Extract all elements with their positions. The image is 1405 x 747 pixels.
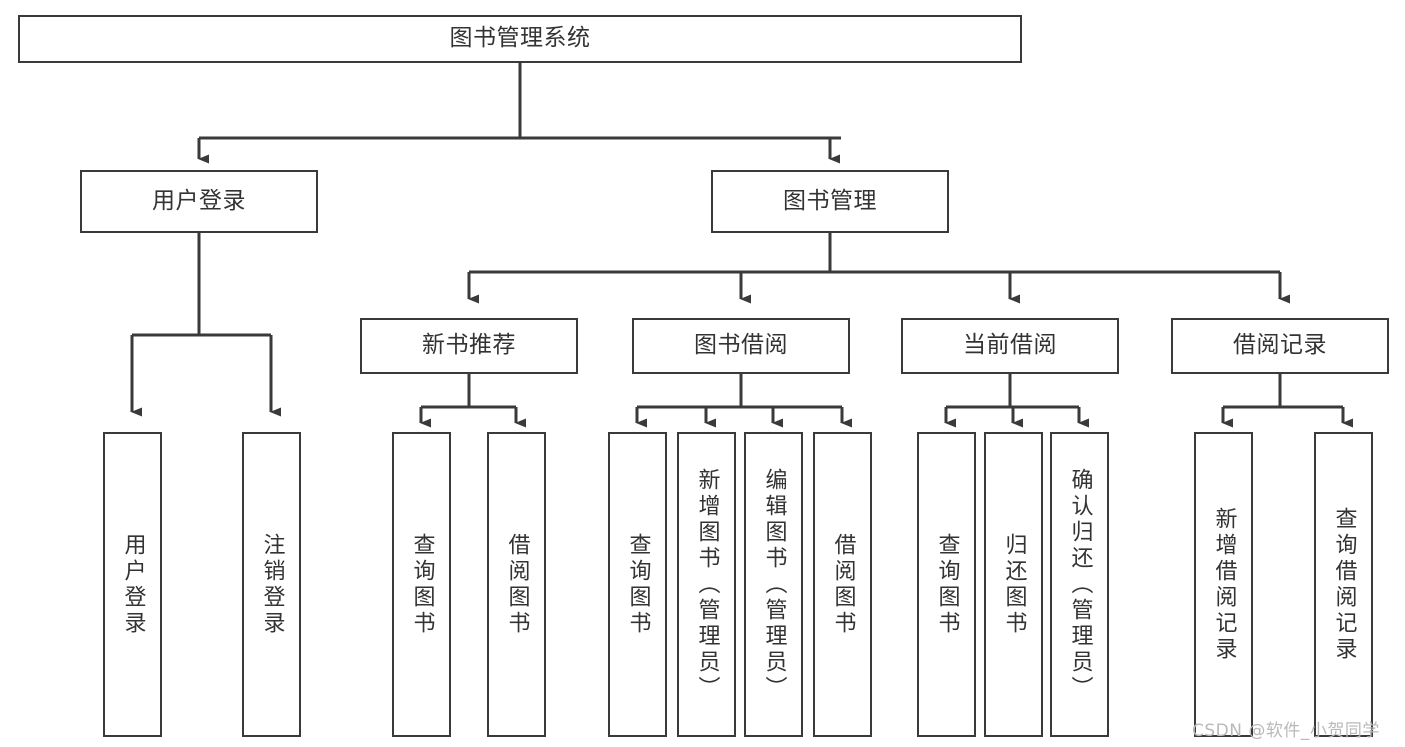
leaf-confirm-return[interactable]: 确认归还（管理员） <box>1050 432 1109 737</box>
node-current-borrow[interactable]: 当前借阅 <box>901 318 1119 374</box>
leaf-add-record[interactable]: 新增借阅记录 <box>1194 432 1253 737</box>
leaf-query-book-2[interactable]: 查询图书 <box>608 432 667 737</box>
leaf-edit-book[interactable]: 编辑图书（管理员） <box>744 432 803 737</box>
node-root[interactable]: 图书管理系统 <box>18 15 1022 63</box>
leaf-borrow-book-2[interactable]: 借阅图书 <box>813 432 872 737</box>
node-borrow-record[interactable]: 借阅记录 <box>1171 318 1389 374</box>
node-book-borrow[interactable]: 图书借阅 <box>632 318 850 374</box>
leaf-borrow-book-1[interactable]: 借阅图书 <box>487 432 546 737</box>
node-book-management[interactable]: 图书管理 <box>711 170 949 233</box>
leaf-return-book[interactable]: 归还图书 <box>984 432 1043 737</box>
csdn-watermark: CSDN @软件_小贺同学 <box>1192 721 1380 741</box>
leaf-add-book[interactable]: 新增图书（管理员） <box>677 432 736 737</box>
leaf-query-book-3[interactable]: 查询图书 <box>917 432 976 737</box>
leaf-user-login[interactable]: 用户登录 <box>103 432 162 737</box>
node-new-book-recommend[interactable]: 新书推荐 <box>360 318 578 374</box>
leaf-logout-login[interactable]: 注销登录 <box>242 432 301 737</box>
node-user-login[interactable]: 用户登录 <box>80 170 318 233</box>
leaf-query-record[interactable]: 查询借阅记录 <box>1314 432 1373 737</box>
leaf-query-book-1[interactable]: 查询图书 <box>392 432 451 737</box>
